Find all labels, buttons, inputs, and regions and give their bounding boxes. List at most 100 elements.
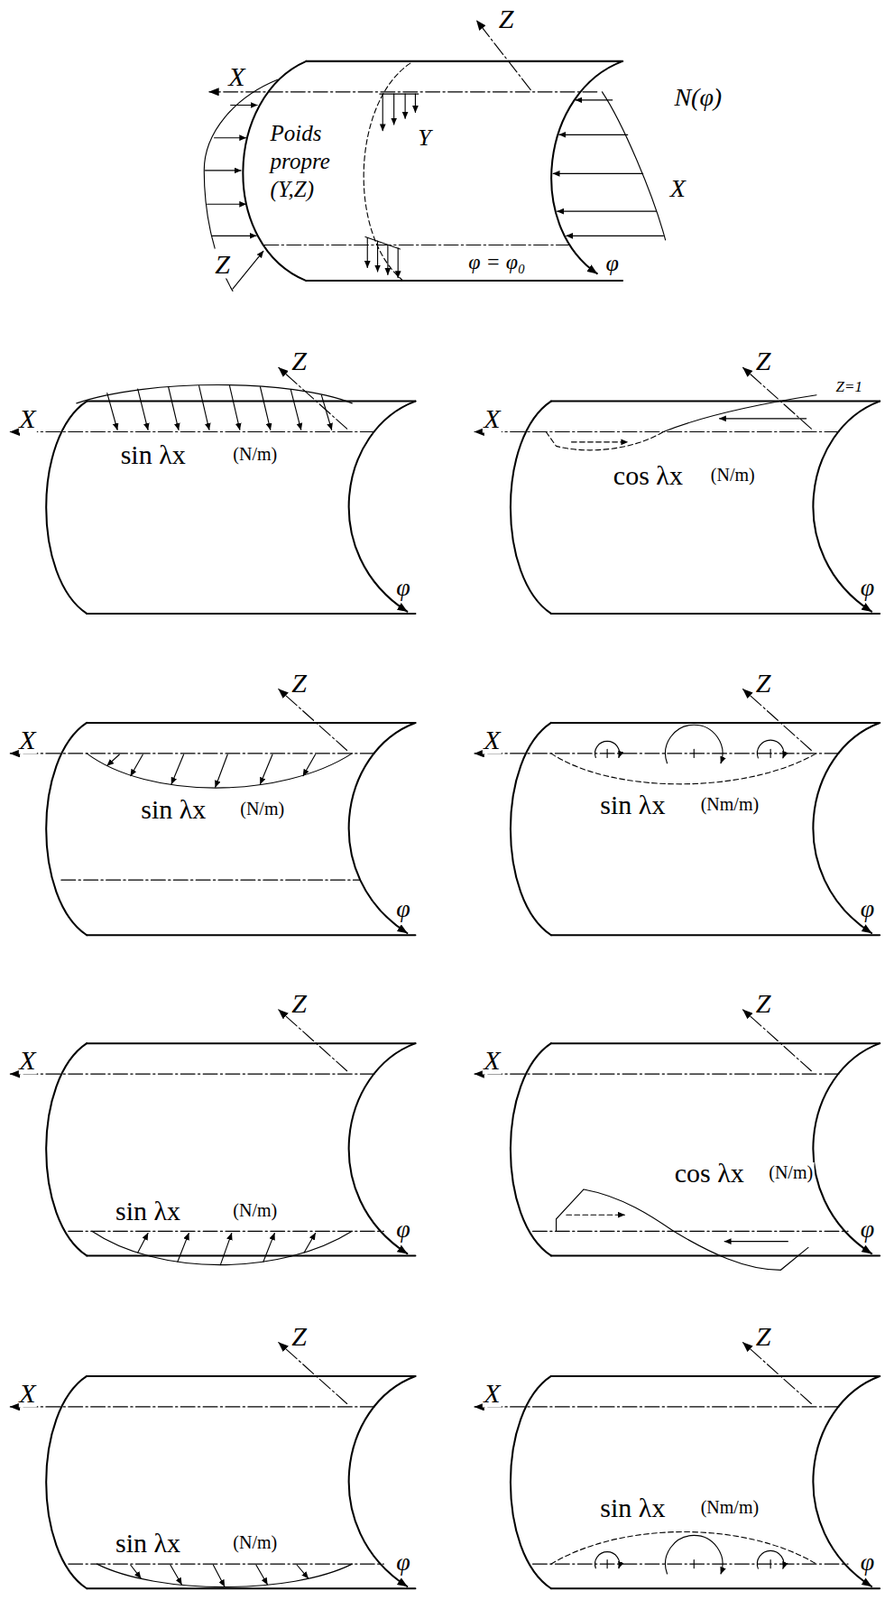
angle-label: φ xyxy=(859,572,876,601)
axis-label: X xyxy=(227,60,246,91)
self-weight-load-part xyxy=(405,93,406,119)
load-function: sin λx xyxy=(114,1194,182,1225)
self-weight-load-part xyxy=(393,93,395,125)
load-case-7 xyxy=(9,1342,415,1589)
axis-label: Z xyxy=(755,1319,773,1350)
load-function: sin λx xyxy=(599,1491,666,1521)
axis-label: Z xyxy=(290,666,308,697)
unit-label: (N/m) xyxy=(231,1531,278,1552)
angle-label: φ xyxy=(395,894,412,922)
load-case-8-part xyxy=(474,1342,880,1589)
load-case-5-part xyxy=(220,1233,231,1265)
normal-load-z-part xyxy=(211,235,257,237)
axis-label: X xyxy=(482,1377,501,1408)
load-function: sin λx xyxy=(599,789,666,820)
load-case-1-part xyxy=(138,388,148,430)
axis-label: X xyxy=(18,402,37,433)
load-case-2-part xyxy=(719,417,807,419)
load-case-3-part xyxy=(215,754,229,787)
self-weight-load-part xyxy=(379,93,419,95)
axis-label: Z xyxy=(290,345,308,376)
load-case-1-part xyxy=(76,384,352,403)
main-shell-part xyxy=(264,244,570,246)
unit-label: (N/m) xyxy=(231,1199,278,1220)
axis-label: Z xyxy=(755,345,773,376)
axis-label: X xyxy=(18,1044,37,1075)
unit-label: (N/m) xyxy=(709,464,756,485)
normal-load-z-part xyxy=(214,137,247,139)
edge-force-n-part xyxy=(601,92,665,240)
load-case-6-part xyxy=(724,1240,788,1242)
normal-load-z-part xyxy=(232,250,264,289)
load-case-5-part xyxy=(9,1009,415,1256)
load-case-7-part xyxy=(68,1563,385,1565)
load-case-2-part xyxy=(545,432,664,451)
angle-label: φ xyxy=(395,572,412,601)
load-case-4-part xyxy=(474,689,880,936)
load-case-8-part xyxy=(607,1559,771,1568)
load-case-2-part xyxy=(571,441,628,443)
load-case-1-part xyxy=(321,395,332,430)
main-shell-part xyxy=(551,61,623,274)
load-case-5-part xyxy=(68,1230,385,1232)
unit-label: (Nm/m) xyxy=(700,793,760,814)
axis-label: X xyxy=(482,1044,501,1075)
angle-label: φ xyxy=(395,1547,412,1576)
amplitude-label: Z=1 xyxy=(834,377,863,396)
load-case-4-part xyxy=(607,748,771,757)
load-case-1 xyxy=(9,367,415,614)
angle-label: φ xyxy=(395,1215,412,1244)
angle-label: φ xyxy=(605,250,620,277)
self-weight-load-part xyxy=(377,240,378,272)
edge-force-n-part xyxy=(566,235,664,237)
load-label: Z xyxy=(213,248,231,278)
load-case-1-part xyxy=(168,387,179,431)
load-case-4 xyxy=(474,689,880,936)
edge-force-n-part xyxy=(575,99,613,101)
axis-label: Z xyxy=(290,986,308,1017)
angle-label: φ = φ₀ xyxy=(467,248,526,273)
load-case-6 xyxy=(474,1009,880,1270)
angle-label: φ xyxy=(859,894,876,922)
angle-label: φ xyxy=(859,1547,876,1576)
load-function: cos λx xyxy=(673,1156,746,1187)
load-case-5-part xyxy=(138,1233,148,1253)
load-case-3-part xyxy=(86,753,352,788)
self-weight-load-part xyxy=(414,93,416,112)
axis-label: X xyxy=(669,175,687,203)
load-case-3-part xyxy=(107,754,120,765)
normal-load-z-part xyxy=(230,104,258,106)
self-weight-load-part xyxy=(363,63,411,281)
normal-load-z-part xyxy=(203,79,277,291)
load-case-1-part xyxy=(199,386,210,431)
axis-label: X xyxy=(482,402,501,433)
axis-label: X xyxy=(18,1377,37,1408)
load-case-7-part xyxy=(170,1564,182,1584)
drawing xyxy=(9,20,880,1589)
self-weight-load-part xyxy=(367,238,369,268)
load-case-1-part xyxy=(107,393,118,431)
edge-force-n xyxy=(552,92,665,240)
load-case-1-part xyxy=(290,389,301,430)
load-case-7-part xyxy=(96,1563,352,1586)
load-case-3-part xyxy=(259,754,273,784)
edge-force-n-part xyxy=(557,211,657,212)
load-case-2-part xyxy=(663,395,817,433)
self-weight-load-part xyxy=(387,245,388,276)
load-case-5-part xyxy=(177,1233,189,1263)
axis-label: X xyxy=(18,724,37,755)
load-case-7-part xyxy=(296,1564,308,1578)
load-case-1-part xyxy=(230,386,240,431)
main-shell-part xyxy=(305,61,623,281)
load-case-7-part xyxy=(9,1342,415,1589)
load-case-1-part xyxy=(9,367,415,614)
edge-force-n-part xyxy=(559,134,628,136)
load-function: sin λx xyxy=(119,439,187,470)
load-note: Poids propre (Y,Z) xyxy=(269,119,340,204)
load-function: sin λx xyxy=(114,1527,182,1558)
load-case-2 xyxy=(474,367,880,614)
load-case-3 xyxy=(9,689,415,936)
angle-label: φ xyxy=(859,1215,876,1244)
